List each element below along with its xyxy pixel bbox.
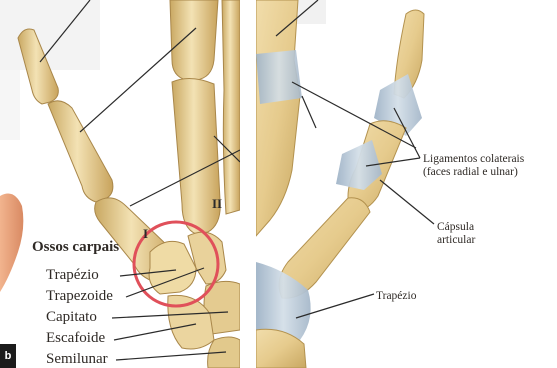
roman-numeral-two: II xyxy=(212,196,222,212)
right-illustration xyxy=(256,0,557,368)
label-joint-capsule: Cápsula articular xyxy=(437,221,475,247)
third-metacarpal xyxy=(222,0,240,214)
carpal-bones-heading: Ossos carpais xyxy=(32,239,119,256)
label-collateral-ligaments-line1: Ligamentos colaterais xyxy=(423,153,524,166)
label-trapezoid: Trapezoide xyxy=(46,288,113,305)
label-capitate: Capitato xyxy=(46,309,97,326)
label-scaphoid: Escafoide xyxy=(46,330,105,347)
label-joint-capsule-line1: Cápsula xyxy=(437,221,475,234)
left-panel-carpal-bones: Ossos carpais Trapézio Trapezoide Capita… xyxy=(0,0,240,368)
hand-skin xyxy=(0,194,23,292)
roman-numeral-one: I xyxy=(143,226,148,242)
label-trapezium-right: Trapézio xyxy=(376,290,416,303)
index-joint-ligament xyxy=(256,50,302,104)
index-finger-bones xyxy=(256,0,300,236)
label-lunate: Semilunar xyxy=(46,351,108,368)
background-band xyxy=(0,70,20,140)
background-band xyxy=(0,0,100,70)
right-panel-thumb-ligaments: Ligamentos colaterais (faces radial e ul… xyxy=(256,0,557,368)
label-collateral-ligaments-line2: (faces radial e ulnar) xyxy=(423,166,524,179)
panel-divider xyxy=(240,0,256,368)
label-joint-capsule-line2: articular xyxy=(437,234,475,247)
label-trapezium: Trapézio xyxy=(46,267,99,284)
thumb-proximal-phalanx xyxy=(48,101,113,202)
index-middle-phalanx xyxy=(170,0,218,80)
label-collateral-ligaments: Ligamentos colaterais (faces radial e ul… xyxy=(423,153,524,179)
left-illustration xyxy=(0,0,240,368)
figure-tag: b xyxy=(0,344,16,368)
